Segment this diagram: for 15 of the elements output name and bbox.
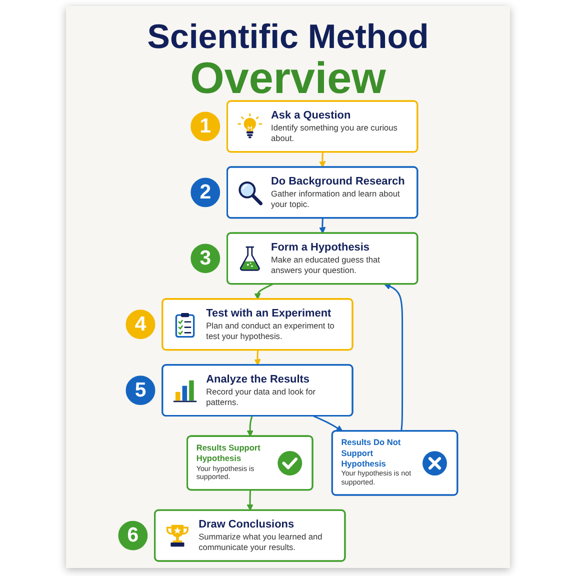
arrow [313, 415, 343, 432]
node-circle [190, 178, 220, 208]
node-circle [126, 376, 156, 406]
node-circle [190, 112, 220, 142]
arrow [254, 350, 261, 366]
arrow [246, 490, 254, 511]
arrow [384, 283, 404, 432]
node-circle [126, 310, 156, 340]
arrow [319, 218, 326, 234]
arrow [246, 416, 254, 437]
arrow [319, 152, 326, 168]
node-circle [118, 520, 148, 550]
node-circle [190, 244, 220, 274]
title: Scientific Method Overview [146, 17, 430, 102]
arrow [254, 284, 273, 300]
